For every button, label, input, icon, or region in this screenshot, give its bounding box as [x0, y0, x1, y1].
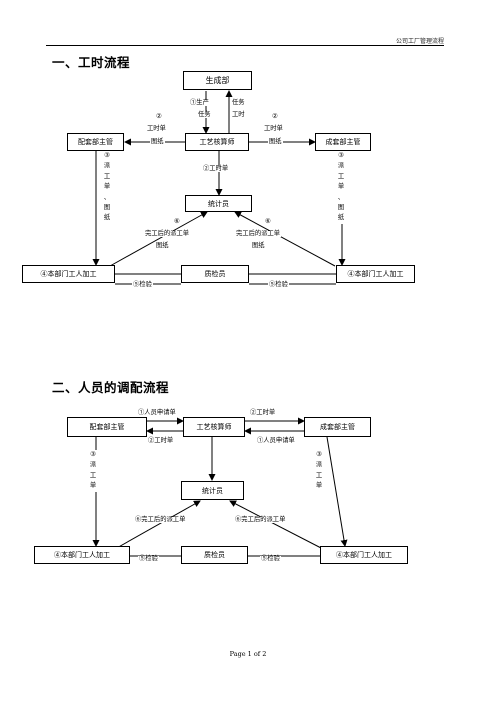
s1-label-left-num: ② — [155, 113, 163, 121]
s1-label-right-num: ② — [271, 113, 279, 121]
s1-label-left-diag-drawing: 图纸 — [155, 242, 170, 250]
s1-label-left-diag-num: ⑥ — [173, 218, 181, 226]
s1-label-task-hours-a: 任务 — [231, 99, 246, 107]
s2-label-left-vertical: ③ 派 工 单 — [88, 450, 98, 492]
s1-label-right-vertical: ③ 派 工 单 、 图 纸 — [336, 151, 346, 224]
s2-dept-left-to-statistician — [114, 500, 201, 550]
s1-inspector-box: 质检员 — [181, 265, 249, 283]
s2-label-staff-req-bottom: ①人员申请单 — [256, 437, 296, 445]
s1-statistician-box: 统计员 — [185, 195, 252, 212]
s1-label-right-diag-drawing: 图纸 — [251, 242, 266, 250]
s1-label-right-hours: 工时单 — [263, 125, 284, 133]
s1-label-left-diag-text: 完工后的派工单 — [144, 230, 191, 238]
s2-label-hours-bottom-left: ②工时单 — [147, 437, 175, 445]
s2-accountant-box: 工艺核算师 — [183, 417, 245, 437]
s2-cheng-to-dept-right — [326, 436, 348, 547]
s1-label-task-hours-b: 工时 — [231, 111, 246, 119]
section1-title: 一、工时流程 — [52, 55, 131, 70]
s2-inspector-box: 质检员 — [181, 546, 248, 564]
s1-label-left-drawing: 图纸 — [150, 138, 165, 146]
running-header: 公司工厂管理流程 — [395, 38, 444, 45]
s1-label-right-drawing: 图纸 — [268, 138, 283, 146]
s1-label-right-diag-num: ⑥ — [264, 218, 272, 226]
s2-dept-right-box: ④本部门工人加工 — [320, 546, 408, 564]
s1-dept-right-box: ④本部门工人加工 — [336, 265, 415, 283]
s1-accountant-box: 工艺核算师 — [185, 133, 249, 151]
s2-statistician-box: 统计员 — [181, 481, 244, 500]
s2-dept-left-box: ④本部门工人加工 — [34, 546, 130, 564]
header-rule — [46, 45, 444, 46]
s1-label-inspect-left: ⑤检验 — [132, 281, 153, 289]
s1-dept-left-to-statistician — [109, 211, 208, 267]
s2-label-inspect-left: ⑤检验 — [138, 555, 159, 563]
s1-pei-manager-box: 配套部主管 — [67, 133, 124, 151]
s2-label-left-diag: ⑥完工后的派工单 — [134, 516, 187, 524]
s2-label-right-diag: ⑥完工后的派工单 — [234, 516, 287, 524]
s2-label-inspect-right: ⑤检验 — [260, 555, 281, 563]
s2-pei-manager-box: 配套部主管 — [67, 417, 147, 437]
s1-label-left-hours: 工时单 — [146, 125, 167, 133]
s2-label-right-vertical: ③ 派 工 单 — [314, 450, 324, 492]
section2-title: 二、人员的调配流程 — [52, 380, 170, 395]
s2-dept-right-to-statistician — [229, 500, 324, 550]
s1-label-right-diag-text: 完工后的派工单 — [235, 230, 282, 238]
s2-cheng-manager-box: 成套部主管 — [304, 417, 371, 437]
s1-label-inspect-right: ⑤检验 — [268, 281, 289, 289]
s1-cheng-manager-box: 成套部主管 — [315, 133, 371, 151]
s1-production-box: 生成部 — [183, 71, 252, 90]
s2-label-staff-req-top: ①人员申请单 — [137, 409, 177, 417]
s2-label-hours-top-right: ②工时单 — [249, 409, 277, 417]
s1-label-prod-task-b: 任务 — [197, 111, 212, 119]
page-footer: Page 1 of 2 — [229, 650, 267, 658]
s1-label-center-hours: ②工时单 — [202, 165, 230, 173]
s1-dept-left-box: ④本部门工人加工 — [22, 265, 115, 283]
s1-label-prod-task-a: ①生产 — [189, 99, 210, 107]
s1-label-left-vertical: ③ 派 工 单 、 图 纸 — [102, 151, 112, 224]
s1-dept-right-to-statistician — [234, 211, 336, 267]
